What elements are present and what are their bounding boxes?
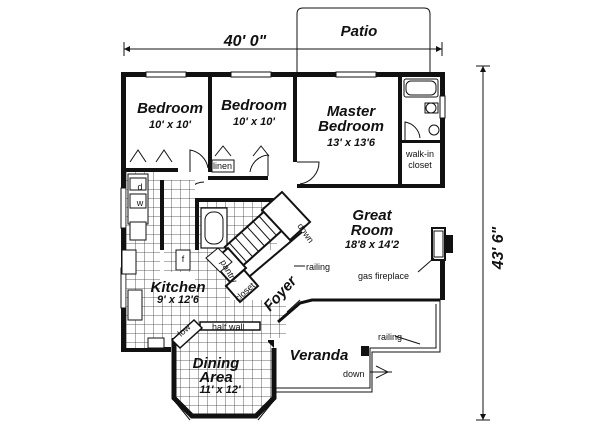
kitchen-name: Kitchen [150,279,205,296]
kitchen [121,172,286,349]
width-dimension-label: 40' 0" [223,33,267,50]
half-wall [170,318,261,350]
depth-dimension-label: 43' 6" [490,226,507,270]
washer-label: w [136,198,144,208]
dining-bay [171,338,277,421]
pantry-closet [205,246,260,304]
stair-landing [260,190,312,242]
master-name-1: Master [327,103,377,120]
interior-walls [126,77,445,250]
width-dimension [123,42,443,56]
foyer-walls [268,298,441,393]
great-room-name-1: Great [352,207,392,224]
dining-name-2: Area [198,369,232,386]
room-labels: Bedroom 10' x 10' Bedroom 10' x 10' Mast… [137,97,399,396]
great-room-size: 18'8 x 14'2 [345,239,399,251]
master-name-2: Bedroom [318,118,384,135]
depth-dimension [476,65,490,421]
linen-label: linen [213,161,232,171]
stair-railing [249,231,303,277]
fridge-label: f [182,254,185,264]
dishwasher-label: d [137,182,142,192]
closet-label-2: closet [408,160,432,170]
patio [296,7,431,73]
master-bath [403,78,440,136]
closet-label-1: walk-in [405,149,434,159]
bedroom1-name: Bedroom [137,100,203,117]
fireplace-leader [417,257,435,273]
veranda-railing-leader [394,335,421,345]
kitchen-size: 9' x 12'6 [157,294,200,306]
railing-label: railing [306,262,330,272]
great-room-name-2: Room [351,222,394,239]
fireplace [431,227,453,261]
master-size: 13' x 13'6 [327,137,376,149]
bedroom1-size: 10' x 10' [149,119,191,131]
dining-size: 11' x 12' [199,384,241,396]
bedroom2-name: Bedroom [221,97,287,114]
dining-name-1: Dining [193,355,240,372]
patio-label: Patio [341,23,378,40]
veranda-name: Veranda [290,347,349,364]
veranda-down-label: down [343,369,365,379]
fireplace-label: gas fireplace [358,271,409,281]
half-wall-label: half wall [212,322,245,332]
bedroom2-size: 10' x 10' [233,116,275,128]
bedroom-closets [129,145,270,163]
veranda-railing-label: railing [378,332,402,342]
